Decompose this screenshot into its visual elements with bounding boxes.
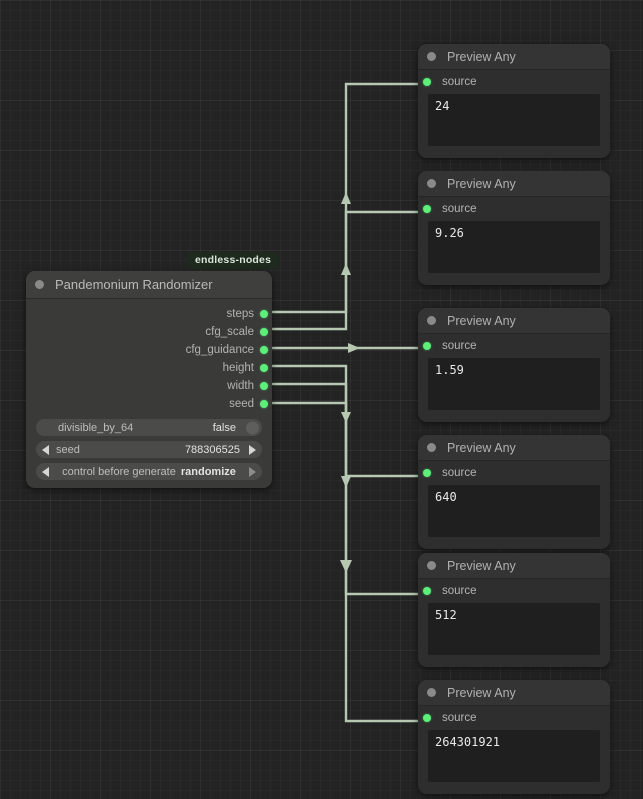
next-option-arrow-icon[interactable] <box>249 466 256 477</box>
port-dot-icon[interactable] <box>260 346 268 354</box>
widget-seed[interactable]: seed 788306525 <box>36 441 262 458</box>
collapse-dot-icon[interactable] <box>427 179 436 188</box>
wire-width <box>266 382 424 596</box>
wire-direction-arrows <box>340 192 360 573</box>
port-dot-icon[interactable] <box>260 328 268 336</box>
node-title: Preview Any <box>447 176 516 191</box>
collapse-dot-icon[interactable] <box>427 316 436 325</box>
output-label: steps <box>226 308 255 320</box>
port-dot-icon[interactable] <box>423 587 431 595</box>
node-header[interactable]: Preview Any <box>418 308 610 334</box>
node-title: Preview Any <box>447 313 516 328</box>
node-body: source 1.59 <box>418 334 610 410</box>
port-dot-icon[interactable] <box>260 400 268 408</box>
output-label: height <box>222 362 254 374</box>
port-dot-icon[interactable] <box>260 310 268 318</box>
input-port-label: source <box>442 712 477 724</box>
widget-label: divisible_by_64 <box>58 421 134 434</box>
input-port-source[interactable]: source <box>423 706 600 730</box>
widget-value[interactable]: 788306525 <box>184 443 240 456</box>
port-dot-icon[interactable] <box>423 469 431 477</box>
node-preview-any-2[interactable]: Preview Any source 9.26 <box>418 171 610 285</box>
node-title: Preview Any <box>447 49 516 64</box>
widget-control-before-generate[interactable]: control before generate randomize <box>36 463 262 480</box>
input-port-source[interactable]: source <box>423 461 600 485</box>
node-header[interactable]: Pandemonium Randomizer <box>26 271 272 299</box>
widget-label: seed <box>56 443 80 456</box>
port-dot-icon[interactable] <box>260 364 268 372</box>
node-preview-any-3[interactable]: Preview Any source 1.59 <box>418 308 610 422</box>
node-group-badge[interactable]: endless-nodes <box>187 252 280 269</box>
wire-seed <box>266 401 424 723</box>
input-port-source[interactable]: source <box>423 334 600 358</box>
wire-height <box>266 364 424 478</box>
node-body: source 512 <box>418 579 610 655</box>
port-dot-icon[interactable] <box>423 342 431 350</box>
node-title: Preview Any <box>447 558 516 573</box>
output-label: cfg_scale <box>205 326 254 338</box>
collapse-dot-icon[interactable] <box>427 688 436 697</box>
preview-value-text: 264301921 <box>428 730 600 782</box>
port-dot-icon[interactable] <box>423 714 431 722</box>
preview-value-text: 9.26 <box>428 221 600 273</box>
input-port-label: source <box>442 467 477 479</box>
node-header[interactable]: Preview Any <box>418 435 610 461</box>
input-port-source[interactable]: source <box>423 579 600 603</box>
node-title: Preview Any <box>447 440 516 455</box>
input-port-label: source <box>442 585 477 597</box>
wire-cfg-scale <box>266 210 424 331</box>
preview-value-text: 1.59 <box>428 358 600 410</box>
toggle-knob-icon[interactable] <box>246 421 259 434</box>
node-title: Preview Any <box>447 685 516 700</box>
node-preview-any-5[interactable]: Preview Any source 512 <box>418 553 610 667</box>
collapse-dot-icon[interactable] <box>427 443 436 452</box>
node-preview-any-1[interactable]: Preview Any source 24 <box>418 44 610 158</box>
output-port-cfg-scale[interactable]: cfg_scale <box>26 323 272 341</box>
port-dot-icon[interactable] <box>423 78 431 86</box>
widget-label: control before generate <box>62 465 176 478</box>
node-header[interactable]: Preview Any <box>418 553 610 579</box>
preview-value-text: 640 <box>428 485 600 537</box>
widget-list: divisible_by_64 false seed 788306525 con… <box>26 413 272 480</box>
preview-value-text: 512 <box>428 603 600 655</box>
node-title: Pandemonium Randomizer <box>55 277 213 292</box>
input-port-label: source <box>442 76 477 88</box>
input-port-source[interactable]: source <box>423 70 600 94</box>
input-port-label: source <box>442 340 477 352</box>
output-port-cfg-guidance[interactable]: cfg_guidance <box>26 341 272 359</box>
wire-steps <box>266 82 424 314</box>
node-preview-any-6[interactable]: Preview Any source 264301921 <box>418 680 610 794</box>
node-body: source 9.26 <box>418 197 610 273</box>
output-port-height[interactable]: height <box>26 359 272 377</box>
node-body: source 264301921 <box>418 706 610 782</box>
collapse-dot-icon[interactable] <box>427 561 436 570</box>
widget-value[interactable]: randomize <box>180 465 236 478</box>
widget-divisible-by-64[interactable]: divisible_by_64 false <box>36 419 262 436</box>
output-label: width <box>227 380 254 392</box>
widget-value: false <box>212 421 236 434</box>
output-port-seed[interactable]: seed <box>26 395 272 413</box>
previous-option-arrow-icon[interactable] <box>42 466 49 477</box>
node-body: source 24 <box>418 70 610 146</box>
node-preview-any-4[interactable]: Preview Any source 640 <box>418 435 610 549</box>
output-port-width[interactable]: width <box>26 377 272 395</box>
increment-arrow-icon[interactable] <box>249 444 256 455</box>
output-label: seed <box>229 398 254 410</box>
node-pandemonium-randomizer[interactable]: Pandemonium Randomizer steps cfg_scale c… <box>26 271 272 488</box>
output-port-list: steps cfg_scale cfg_guidance height widt… <box>26 299 272 413</box>
node-header[interactable]: Preview Any <box>418 680 610 706</box>
input-port-source[interactable]: source <box>423 197 600 221</box>
decrement-arrow-icon[interactable] <box>42 444 49 455</box>
port-dot-icon[interactable] <box>423 205 431 213</box>
output-label: cfg_guidance <box>185 344 254 356</box>
output-port-steps[interactable]: steps <box>26 305 272 323</box>
input-port-label: source <box>442 203 477 215</box>
node-body: source 640 <box>418 461 610 537</box>
preview-value-text: 24 <box>428 94 600 146</box>
collapse-dot-icon[interactable] <box>427 52 436 61</box>
collapse-dot-icon[interactable] <box>35 280 44 289</box>
node-header[interactable]: Preview Any <box>418 171 610 197</box>
node-header[interactable]: Preview Any <box>418 44 610 70</box>
port-dot-icon[interactable] <box>260 382 268 390</box>
